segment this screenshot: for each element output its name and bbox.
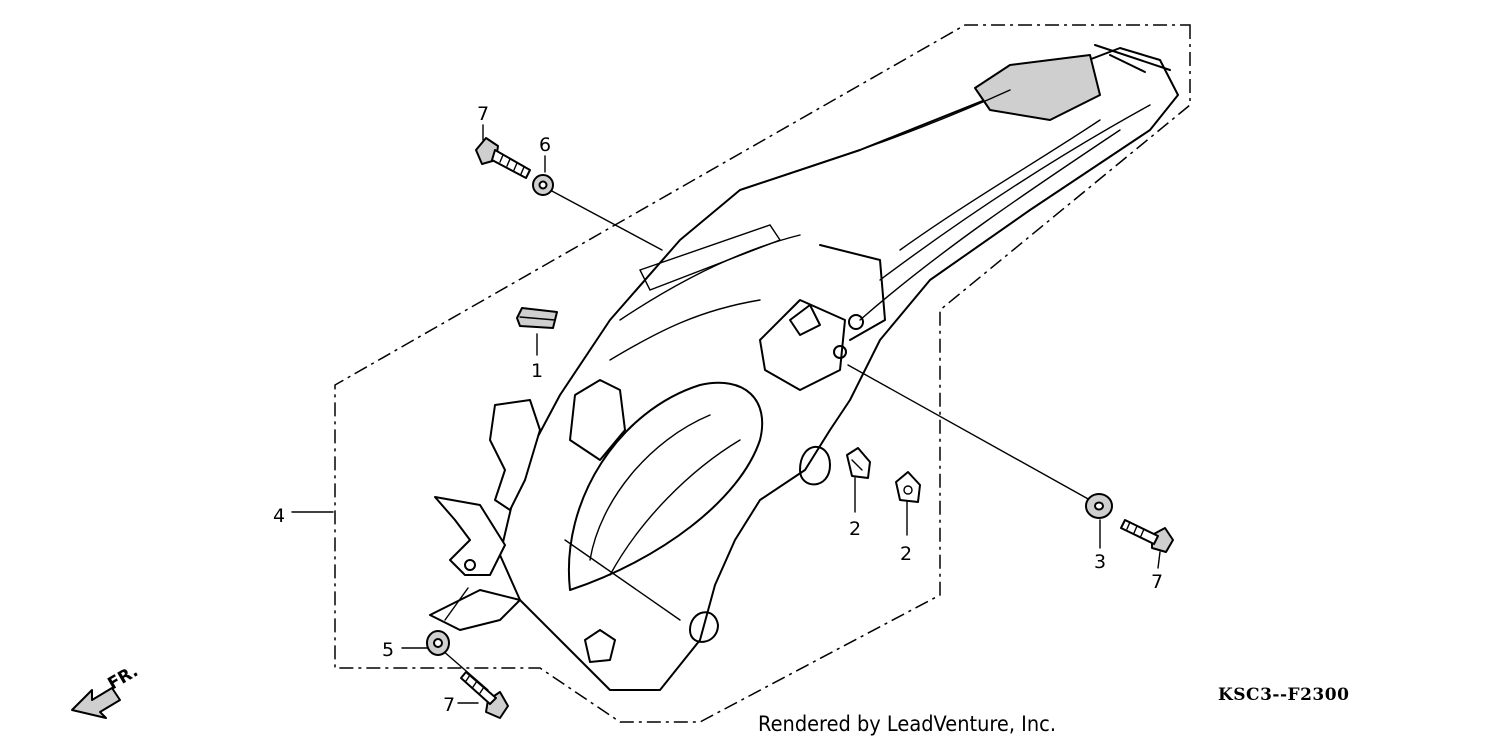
leader-4-fender: [444, 587, 469, 621]
callout-7-top: 7: [477, 103, 489, 125]
callout-3: 3: [1094, 551, 1106, 573]
callout-1: 1: [531, 360, 543, 382]
callout-6: 6: [539, 134, 551, 156]
part-2-clip-a: [846, 447, 871, 479]
callout-7-bottom: 7: [443, 694, 455, 716]
front-direction-arrow: FR.: [71, 661, 142, 719]
diagram-code: KSC3--F2300: [1218, 685, 1349, 705]
part-2-clip-b: [895, 471, 921, 503]
render-credit: Rendered by LeadVenture, Inc.: [758, 712, 1056, 736]
callout-2a: 2: [849, 518, 861, 540]
part-5-nut: [426, 630, 450, 656]
leader-3: [847, 364, 1091, 501]
part-7-bolt-top: [475, 137, 531, 179]
part-7-bolt-right: [1120, 519, 1174, 553]
rear-fender: [429, 44, 1179, 691]
part-1-grommet: [516, 307, 558, 329]
callout-2b: 2: [900, 543, 912, 565]
part-3-washer: [1085, 493, 1113, 519]
leader-6: [549, 189, 663, 251]
assembly-boundary: [334, 24, 1191, 723]
callout-7-right: 7: [1151, 571, 1163, 593]
part-6-washer: [532, 174, 554, 196]
part-7-bolt-bottom: [460, 671, 509, 719]
callout-4: 4: [273, 505, 285, 527]
callout-5: 5: [382, 639, 394, 661]
